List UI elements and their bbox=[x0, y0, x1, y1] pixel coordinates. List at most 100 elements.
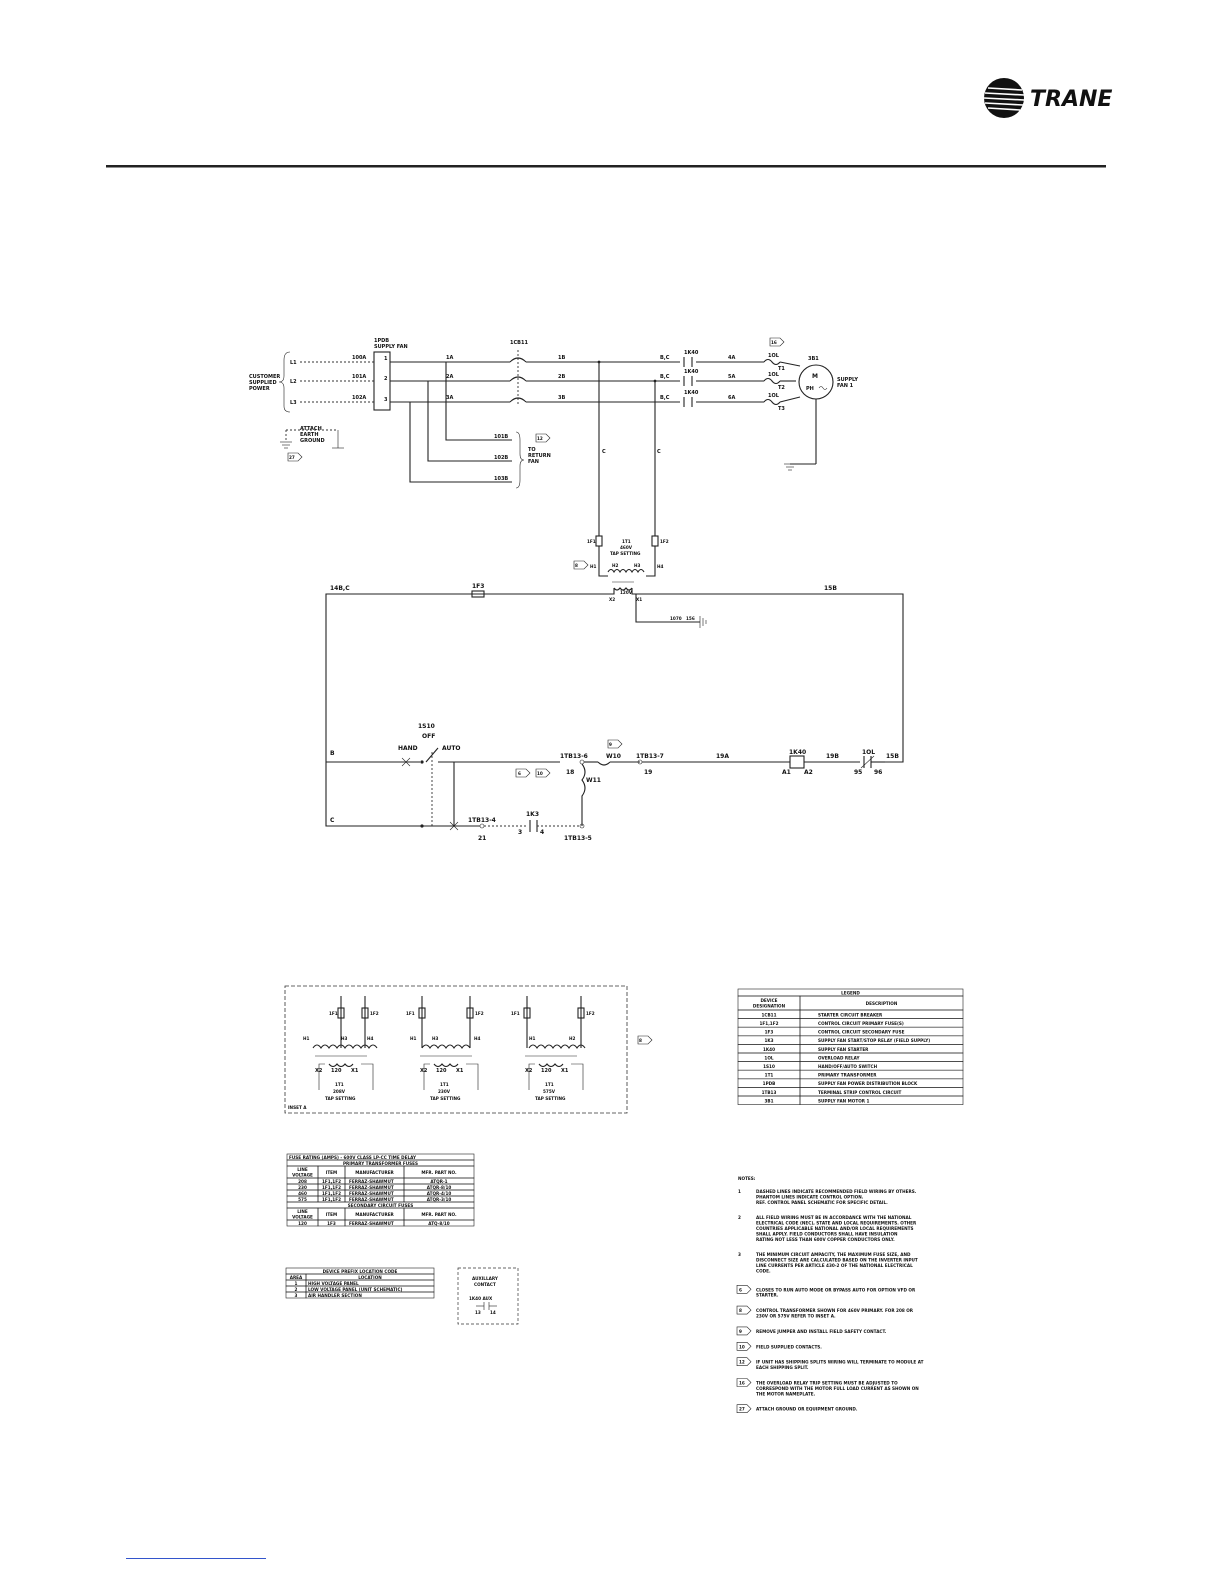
wire-101b: 101B bbox=[494, 434, 508, 440]
inset575-h2: H2 bbox=[569, 1036, 576, 1041]
inset208-f1: 1F1 bbox=[329, 1011, 338, 1016]
fuse-primary-0-1: 1F1,1F2 bbox=[322, 1179, 341, 1184]
relay-1k3: 1K3 bbox=[526, 811, 539, 818]
transformer-taps: C C 1F1 1F2 1T1 460V TAP SETTING H1 H2 H… bbox=[573, 360, 669, 602]
coil-1k40: 1K40 bbox=[789, 749, 806, 756]
wire-15b-top: 15B bbox=[824, 585, 837, 592]
return-fan-2: RETURN bbox=[528, 453, 551, 459]
ground-note-2: EARTH bbox=[300, 432, 319, 438]
wire-102a: 102A bbox=[352, 395, 366, 401]
inset208-h4: H4 bbox=[367, 1036, 374, 1041]
num-4: 4 bbox=[540, 829, 544, 836]
fuse-secondary-0-1: 1F3 bbox=[327, 1221, 336, 1226]
tag-12-flag bbox=[535, 433, 551, 443]
inset-panel-208: 1F1 1F2 H1 H3 H4 X2 120 X1 1T1 208V TAP … bbox=[303, 996, 379, 1101]
xfmr-h2: H2 bbox=[612, 563, 619, 568]
legend-description-8: SUPPLY FAN POWER DISTRIBUTION BLOCK bbox=[818, 1081, 918, 1086]
fuse-primary-3-0: 575 bbox=[298, 1197, 307, 1202]
inset230-f1: 1F1 bbox=[406, 1011, 415, 1016]
aux-device: 1K40 AUX bbox=[469, 1296, 493, 1301]
fuse-1f3 bbox=[471, 590, 485, 598]
fuse-primary-header-voltage: VOLTAGE bbox=[292, 1173, 313, 1178]
inset208-h1: H1 bbox=[303, 1036, 310, 1041]
tag-8-flag bbox=[573, 560, 589, 570]
fuse-primary-2-0: 460 bbox=[298, 1191, 307, 1196]
legend-description-9: TERMINAL STRIP CONTROL CIRCUIT bbox=[818, 1090, 902, 1095]
fuse-primary-header-col-3: MFR. PART NO. bbox=[421, 1170, 457, 1175]
pdb-label-2: SUPPLY FAN bbox=[374, 344, 408, 350]
note-tag-flag-2 bbox=[736, 1326, 752, 1336]
tagged-note-2-line-0: REMOVE JUMPER AND INSTALL FIELD SAFETY C… bbox=[756, 1329, 887, 1334]
inset208-x1: X1 bbox=[351, 1068, 359, 1074]
fuse-primary-3-1: 1F1,1F2 bbox=[322, 1197, 341, 1202]
note-tag-2: 9 bbox=[739, 1329, 742, 1334]
inset-panel-230: 1F1 1F2 H1 H3 H4 X2 120 X1 1T1 230V TAP … bbox=[406, 996, 484, 1101]
tagged-note-5-line-1: CORRESPOND WITH THE MOTOR FULL LOAD CURR… bbox=[756, 1386, 919, 1391]
note-tag-0: 6 bbox=[739, 1287, 742, 1292]
tag-16: 16 bbox=[771, 340, 777, 345]
location-header-location: LOCATION bbox=[358, 1275, 382, 1280]
note-2-line-3: CODE. bbox=[756, 1268, 771, 1273]
note-2-line-1: DISCONNECT SIZE ARE CALCULATED BASED ON … bbox=[756, 1258, 918, 1263]
location-name-0: HIGH VOLTAGE PANEL bbox=[308, 1281, 359, 1286]
inset-panel-575: 1F1 1F2 H1 H2 X2 120 X1 1T1 575V TAP SET… bbox=[511, 996, 595, 1101]
starter-3: 1K40 bbox=[684, 390, 699, 396]
inset-a: INSET A 8 1F1 1F2 H1 H3 H4 X2 120 X1 1T1… bbox=[284, 985, 653, 1114]
inset208-h3: H3 bbox=[341, 1036, 348, 1041]
note-tag-flag-0 bbox=[736, 1285, 752, 1294]
coil-a1: A1 bbox=[782, 769, 791, 776]
wire-101a: 101A bbox=[352, 374, 366, 380]
legend-description-10: SUPPLY FAN MOTOR 1 bbox=[818, 1098, 869, 1103]
ol-3: 1OL bbox=[768, 393, 780, 399]
fuse-primary-header-col-2: MANUFACTURER bbox=[355, 1170, 394, 1175]
jumper-w10: W10 bbox=[606, 753, 621, 760]
note-tag-4: 12 bbox=[739, 1360, 745, 1365]
coil-a2: A2 bbox=[804, 769, 813, 776]
tag-9: 9 bbox=[609, 742, 612, 747]
xfmr-h1: H1 bbox=[590, 564, 597, 569]
wire-14bc: 14B,C bbox=[330, 585, 350, 592]
aux-term-14: 14 bbox=[490, 1310, 496, 1315]
note-2-line-2: LINE CURRENTS PER ARTICLE 430-2 OF THE N… bbox=[756, 1263, 913, 1268]
inset575-volt: 575V bbox=[543, 1089, 556, 1094]
xfmr-primary-coil bbox=[607, 568, 645, 574]
wire-2b: 2B bbox=[558, 374, 565, 380]
location-area-0: 1 bbox=[295, 1281, 298, 1286]
fuse-primary-2-2: FERRAZ-SHAWMUT bbox=[349, 1191, 394, 1196]
xfmr-sec-voltage: 120V bbox=[620, 590, 633, 595]
fuse-primary-2-3: ATQR-4/10 bbox=[427, 1191, 452, 1196]
wire-bc-2: B,C bbox=[660, 374, 670, 380]
note-1-line-0: ALL FIELD WIRING MUST BE IN ACCORDANCE W… bbox=[756, 1215, 912, 1220]
inset575-f1: 1F1 bbox=[511, 1011, 520, 1016]
location-area-2: 3 bbox=[295, 1293, 298, 1298]
inset575-x1: X1 bbox=[561, 1068, 569, 1074]
inset575-f2: 1F2 bbox=[586, 1011, 595, 1016]
hoa-switch-off: OFF bbox=[422, 733, 435, 740]
ground-wire-1: 1070 bbox=[670, 616, 682, 621]
hoa-switch-name: 1S10 bbox=[418, 723, 435, 730]
inset230-x2: X2 bbox=[420, 1068, 428, 1074]
main-schematic: CUSTOMER SUPPLIED POWER L1 L2 L3 100A 10… bbox=[249, 337, 904, 842]
fuse-row bbox=[403, 1219, 475, 1227]
inset230-name: 1T1 bbox=[440, 1082, 449, 1087]
xfmr-voltage: 460V bbox=[620, 545, 633, 550]
fuse-primary-header-col-1: ITEM bbox=[326, 1170, 337, 1175]
location-row bbox=[305, 1291, 435, 1299]
legend-device-9: 1TB13 bbox=[762, 1090, 777, 1095]
legend-description-0: STARTER CIRCUIT BREAKER bbox=[818, 1012, 883, 1017]
footer-rule bbox=[126, 1558, 266, 1559]
supply-fan-motor: 3B1 M PH SUPPLY FAN 1 bbox=[784, 356, 858, 471]
ground-note-1: ATTACH bbox=[300, 426, 322, 432]
ol-96: 96 bbox=[874, 769, 882, 776]
control-circuit: 14B,C 1F3 15B 1070 156 B C 1S10 OFF HAND… bbox=[325, 583, 904, 842]
wire-1a: 1A bbox=[446, 355, 453, 361]
tagged-note-5-line-0: THE OVERLOAD RELAY TRIP SETTING MUST BE … bbox=[756, 1381, 898, 1386]
c-label-2: C bbox=[657, 449, 661, 455]
inset575-x2: X2 bbox=[525, 1068, 533, 1074]
legend-device-7: 1T1 bbox=[765, 1073, 774, 1078]
